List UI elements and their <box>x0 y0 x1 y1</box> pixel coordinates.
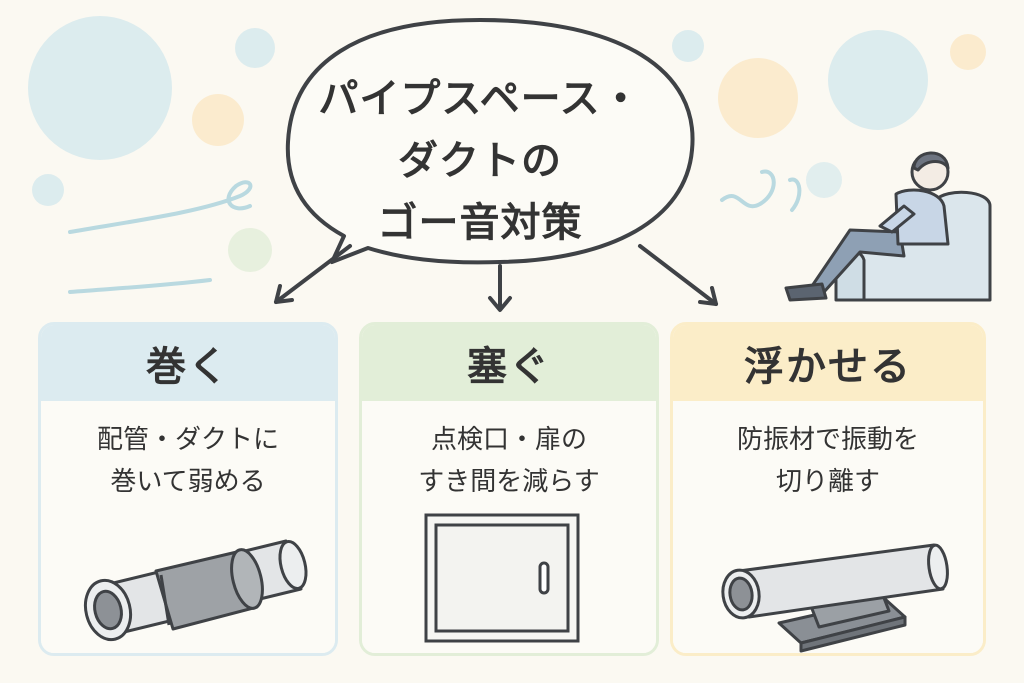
pipe-on-isolator-illustration <box>721 543 949 653</box>
decor-circle <box>32 174 64 206</box>
wrapped-pipe-illustration <box>83 539 308 642</box>
card-body: 点検口・扉の すき間を減らす <box>362 401 656 653</box>
decor-circle <box>235 28 275 68</box>
decor-circle <box>828 30 928 130</box>
desc-line: 配管・ダクトに <box>96 425 279 455</box>
arrow-center <box>488 264 512 312</box>
title-line: ダクトの <box>398 138 562 184</box>
person-hair <box>912 151 950 172</box>
diagram-title: パイプスペース・ ダクトの ゴー音対策 <box>300 68 660 254</box>
card-body: 配管・ダクトに 巻いて弱める <box>41 401 335 653</box>
card-heading: 巻く <box>41 325 335 401</box>
title-bubble <box>285 18 695 265</box>
desc-line: 巻いて弱める <box>110 467 266 497</box>
decor-swirl <box>68 180 253 234</box>
decor-circle <box>228 228 272 272</box>
decor-circle <box>718 58 798 138</box>
person-relaxing-illustration <box>784 151 992 302</box>
card-description: 配管・ダクトに 巻いて弱める <box>41 419 335 503</box>
desc-line: すき間を減らす <box>418 467 600 497</box>
card-seal: 塞ぐ 点検口・扉の すき間を減らす <box>359 322 659 656</box>
card-wrap: 巻く 配管・ダクトに 巻いて弱める <box>38 322 338 656</box>
desc-line: 防振材で振動を <box>736 425 919 455</box>
access-door-illustration <box>424 513 580 643</box>
arrow-right <box>638 244 718 306</box>
card-body: 防振材で振動を 切り離す <box>673 401 983 653</box>
card-description: 点検口・扉の すき間を減らす <box>362 419 656 503</box>
decor-circle <box>28 16 172 160</box>
desc-line: 切り離す <box>775 467 880 497</box>
title-line: パイプスペース・ <box>318 76 642 122</box>
decor-circle <box>950 34 986 70</box>
person-arm <box>878 204 916 234</box>
decor-line <box>68 278 212 294</box>
person-body <box>894 188 950 246</box>
person-foot <box>784 282 828 302</box>
title-line: ゴー音対策 <box>377 200 583 246</box>
card-heading: 浮かせる <box>673 325 983 401</box>
card-float: 浮かせる 防振材で振動を 切り離す <box>670 322 986 656</box>
arrow-left <box>274 244 352 304</box>
card-description: 防振材で振動を 切り離す <box>673 419 983 503</box>
decor-swirl <box>720 169 802 212</box>
decor-circle <box>192 94 244 146</box>
decor-circle <box>806 162 842 198</box>
card-heading: 塞ぐ <box>362 325 656 401</box>
decor-circle <box>672 30 704 62</box>
desc-line: 点検口・扉の <box>430 425 587 455</box>
